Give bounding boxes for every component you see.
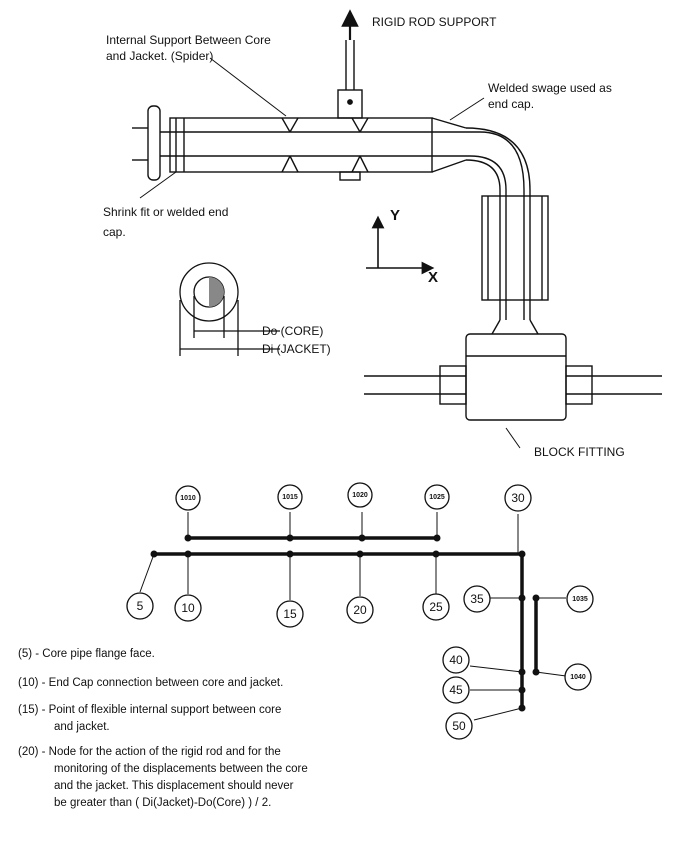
node-legend: (5) - Core pipe flange face. (10) - End … [18, 646, 378, 814]
node-connectors [139, 512, 567, 721]
node-20-label: 20 [353, 603, 367, 617]
node-35 [463, 585, 491, 613]
node-25 [422, 593, 450, 621]
node-1025-label: 1025 [429, 494, 445, 501]
node-40 [442, 646, 470, 674]
node-10-label: 10 [181, 601, 195, 615]
node-points [150, 534, 540, 712]
node-35-label: 35 [470, 592, 484, 606]
legend-item-5: (5) - Core pipe flange face. [18, 646, 378, 663]
guide-block [481, 195, 549, 301]
axis-x-label: X [428, 269, 438, 286]
do-core-label: Do (CORE) [262, 324, 323, 338]
node-15 [276, 600, 304, 628]
node-5-label: 5 [137, 599, 144, 613]
cross-section [179, 262, 280, 356]
node-5 [126, 592, 154, 620]
flange [147, 105, 161, 181]
legend-line: (20) - Node for the action of the rigid … [18, 746, 281, 758]
leader-lines [139, 57, 521, 449]
rigid-rod-label: RIGID ROD SUPPORT [372, 15, 497, 29]
node-1035 [566, 585, 594, 613]
shrink-fit-label-2: cap. [103, 225, 126, 239]
shrink-fit-label-1: Shrink fit or welded end [103, 205, 228, 219]
legend-line: (15) - Point of flexible internal suppor… [18, 704, 282, 716]
node-1025 [424, 484, 450, 510]
legend-line: be greater than ( Di(Jacket)-Do(Core) ) … [54, 797, 272, 809]
internal-support-label-2: and Jacket. (Spider) [106, 49, 213, 63]
pipe-assembly [132, 9, 662, 421]
axis-y-label: Y [390, 207, 400, 224]
block-fitting-label: BLOCK FITTING [534, 445, 625, 459]
node-1040-label: 1040 [570, 674, 586, 681]
spider-support [281, 117, 299, 173]
legend-line: (10) - End Cap connection between core a… [18, 677, 284, 689]
node-30 [504, 484, 532, 512]
node-bubbles [126, 482, 594, 740]
legend-line: (5) - Core pipe flange face. [18, 648, 155, 660]
node-40-label: 40 [449, 653, 463, 667]
internal-support-label-1: Internal Support Between Core [106, 33, 271, 47]
node-1035-label: 1035 [572, 596, 588, 603]
node-15-label: 15 [283, 607, 297, 621]
legend-item-10: (10) - End Cap connection between core a… [18, 675, 378, 692]
welded-swage [431, 117, 467, 173]
jacket [169, 117, 433, 173]
welded-swage-label-1: Welded swage used as [488, 81, 612, 95]
welded-swage-label-2: end cap. [488, 97, 534, 111]
node-25-label: 25 [429, 600, 443, 614]
node-20 [346, 596, 374, 624]
rod-clamp [337, 89, 363, 119]
node-1020-label: 1020 [352, 492, 368, 499]
legend-line: monitoring of the displacements between … [54, 763, 308, 775]
node-45 [442, 676, 470, 704]
node-labels: 1010 1015 1020 1025 30 5 10 15 20 25 35 … [137, 491, 588, 733]
node-1010 [175, 485, 201, 511]
node-model-lines [154, 536, 538, 708]
node-1015 [277, 484, 303, 510]
node-1010-label: 1010 [180, 495, 196, 502]
node-50 [445, 712, 473, 740]
di-jacket-label: Di (JACKET) [262, 342, 331, 356]
legend-line: and jacket. [54, 721, 110, 733]
node-1015-label: 1015 [282, 494, 298, 501]
node-10 [174, 594, 202, 622]
block-fitting [465, 333, 567, 421]
xy-axes [366, 215, 435, 275]
node-30-label: 30 [511, 491, 525, 505]
node-50-label: 50 [452, 719, 466, 733]
legend-line: and the jacket. This displacement should… [54, 780, 294, 792]
node-1040 [564, 663, 592, 691]
node-1020 [347, 482, 373, 508]
node-45-label: 45 [449, 683, 463, 697]
legend-item-15: (15) - Point of flexible internal suppor… [18, 702, 378, 736]
legend-item-20: (20) - Node for the action of the rigid … [18, 744, 378, 812]
